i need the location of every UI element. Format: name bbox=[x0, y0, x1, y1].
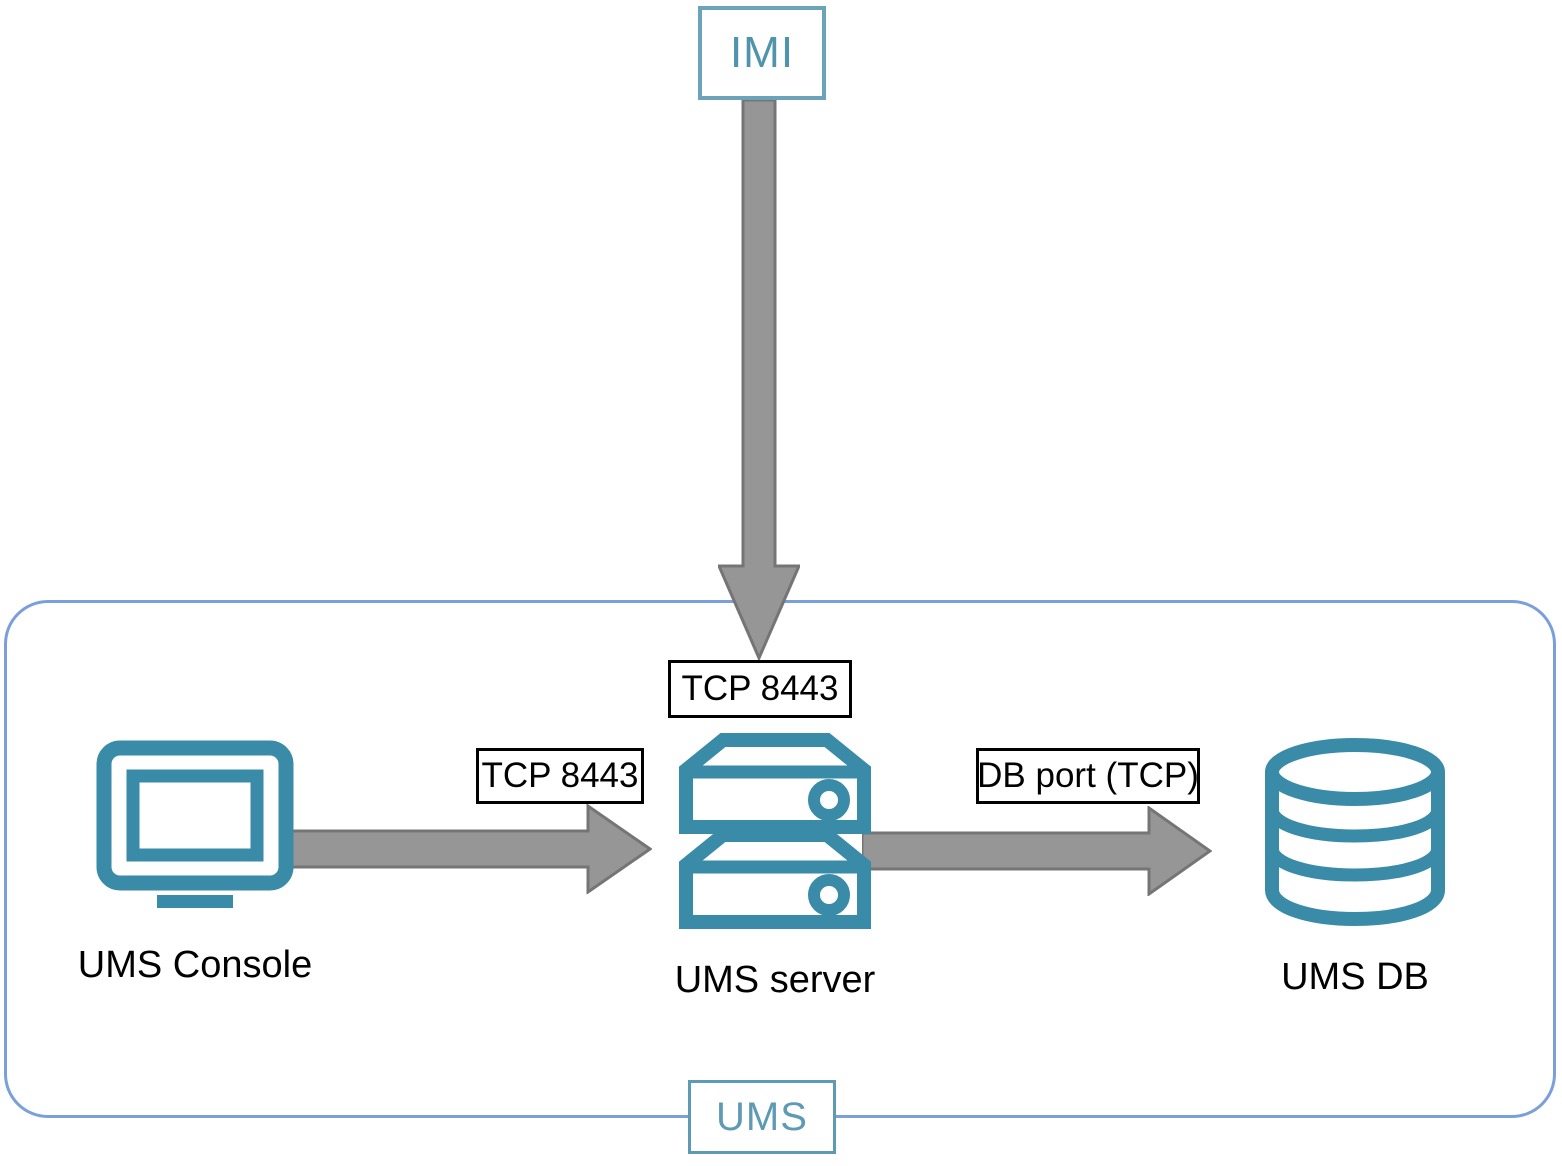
monitor-icon bbox=[95, 740, 295, 920]
rack-server-icon bbox=[678, 730, 872, 935]
node-ums-db[interactable]: UMS DB bbox=[1205, 735, 1505, 999]
connection-label-server-to-db: DB port (TCP) bbox=[976, 748, 1200, 804]
node-label-ums-server: UMS server bbox=[674, 959, 876, 1001]
arrow-imi-to-server bbox=[718, 100, 800, 660]
node-ums-console[interactable]: UMS Console bbox=[45, 740, 345, 987]
ums-zone-tag: UMS bbox=[688, 1080, 836, 1154]
connection-label-imi-to-server: TCP 8443 bbox=[668, 660, 852, 718]
node-ums-server[interactable]: UMS server bbox=[635, 730, 915, 1002]
node-label-ums-console: UMS Console bbox=[77, 944, 313, 986]
database-cylinder-icon bbox=[1255, 735, 1455, 932]
imi-zone-tag: IMI bbox=[698, 6, 826, 100]
arrow-console-to-server bbox=[288, 804, 652, 894]
node-label-ums-db: UMS DB bbox=[1281, 956, 1429, 998]
arrow-server-to-db bbox=[862, 806, 1212, 896]
connection-label-console-to-server: TCP 8443 bbox=[476, 748, 644, 804]
